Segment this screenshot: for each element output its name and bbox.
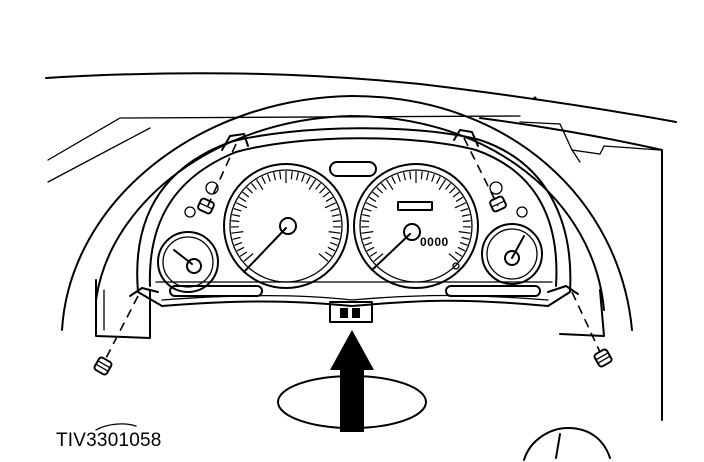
gauge-tick — [324, 202, 337, 209]
gauge-tick — [279, 171, 282, 180]
speedometer — [223, 163, 349, 289]
gauge-tick — [438, 179, 447, 191]
screw-icon — [489, 195, 507, 213]
gauge-tick — [361, 231, 374, 234]
gauge-tick — [372, 191, 380, 198]
gauge-tick — [449, 187, 456, 194]
tachometer: 0000 — [353, 163, 479, 289]
figure-reference-code: TIV3301058 — [56, 430, 162, 451]
gauge-tick — [385, 179, 394, 191]
gauge-tick — [255, 179, 264, 191]
odometer-display: 0000 — [420, 235, 449, 249]
gauge-tick — [290, 171, 293, 180]
gauge-tick — [458, 231, 471, 234]
gauge-tick — [330, 207, 339, 212]
gauge-tick — [329, 241, 338, 246]
push-arrow-icon — [330, 330, 374, 432]
gauge-tick — [308, 179, 317, 191]
gauge-tick — [239, 251, 248, 257]
gauge-tick — [322, 191, 330, 198]
gauge-tick — [460, 207, 469, 212]
gauge-tick — [261, 176, 266, 185]
gauge-tick — [363, 207, 372, 212]
gauge-tick — [273, 172, 277, 181]
gauge-tick — [235, 202, 248, 209]
gauge-tick — [325, 196, 334, 202]
screw-icon — [93, 356, 113, 376]
gauge-tick — [461, 213, 470, 217]
gauge-tick — [454, 251, 463, 257]
gauge-tick — [403, 172, 407, 181]
cluster-housing — [129, 127, 579, 307]
gauge-tick — [231, 220, 240, 223]
gauge-tick — [369, 251, 378, 257]
gauge-tick — [366, 246, 375, 252]
gauge-tick — [306, 176, 311, 185]
gauge-tick — [364, 241, 373, 246]
screw-guide-lines — [103, 137, 601, 363]
gauge-tick — [295, 172, 299, 181]
gauge-tick — [362, 236, 371, 240]
gauge-tick — [365, 202, 378, 209]
gauge-tick — [455, 196, 464, 202]
gauge-tick — [318, 253, 329, 262]
gauge-tick — [236, 246, 245, 252]
steering-wheel-rim — [61, 95, 633, 331]
steering-hub — [95, 423, 611, 461]
gauge-tick — [243, 253, 254, 262]
gauge-tick — [373, 253, 384, 262]
gauge-tick — [376, 187, 383, 194]
gauge-tick — [250, 182, 257, 190]
gauge-tick — [319, 187, 326, 194]
gauge-tick — [232, 213, 241, 217]
gauge-tick — [238, 196, 247, 202]
fuel-gauge — [157, 231, 219, 293]
gauge-tick — [242, 191, 250, 198]
gauge-tick — [267, 173, 271, 182]
left-trim-panel — [95, 279, 605, 339]
gauge-tick — [362, 213, 371, 217]
gauge-tick — [380, 182, 387, 190]
connector-icon — [329, 301, 373, 323]
gauge-tick — [459, 241, 468, 246]
gauge-tick — [331, 236, 340, 240]
gauge-tick — [457, 246, 466, 252]
gauge-tick — [448, 253, 459, 262]
gauge-tick — [232, 236, 241, 240]
gauge-tick — [234, 241, 243, 246]
gauge-tick — [454, 202, 467, 209]
temperature-gauge — [481, 223, 543, 285]
gauge-tick — [409, 171, 412, 180]
gauge-tick — [332, 220, 341, 223]
gauge-tick — [231, 231, 244, 234]
gauge-tick — [425, 172, 429, 181]
gauge-tick — [368, 196, 377, 202]
gauge-tick — [246, 187, 253, 194]
screw-icon — [197, 197, 215, 215]
gauge-tick — [315, 182, 322, 190]
gauge-tick — [331, 213, 340, 217]
gauge-tick — [324, 251, 333, 257]
gauge-tick — [436, 176, 441, 185]
gauge-tick — [361, 220, 370, 223]
dashboard-panel — [45, 72, 677, 421]
gauge-tick — [391, 176, 396, 185]
gauge-tick — [420, 171, 423, 180]
gauge-tick — [431, 173, 435, 182]
gauge-tick — [461, 236, 470, 240]
gauge-tick — [452, 191, 460, 198]
gauge-tick — [301, 173, 305, 182]
gauge-tick — [462, 220, 471, 223]
gauge-tick — [445, 182, 452, 190]
screw-icon — [593, 348, 613, 368]
gauge-tick — [327, 246, 336, 252]
gauge-tick — [328, 231, 341, 234]
gauge-tick — [233, 207, 242, 212]
gauge-tick — [397, 173, 401, 182]
